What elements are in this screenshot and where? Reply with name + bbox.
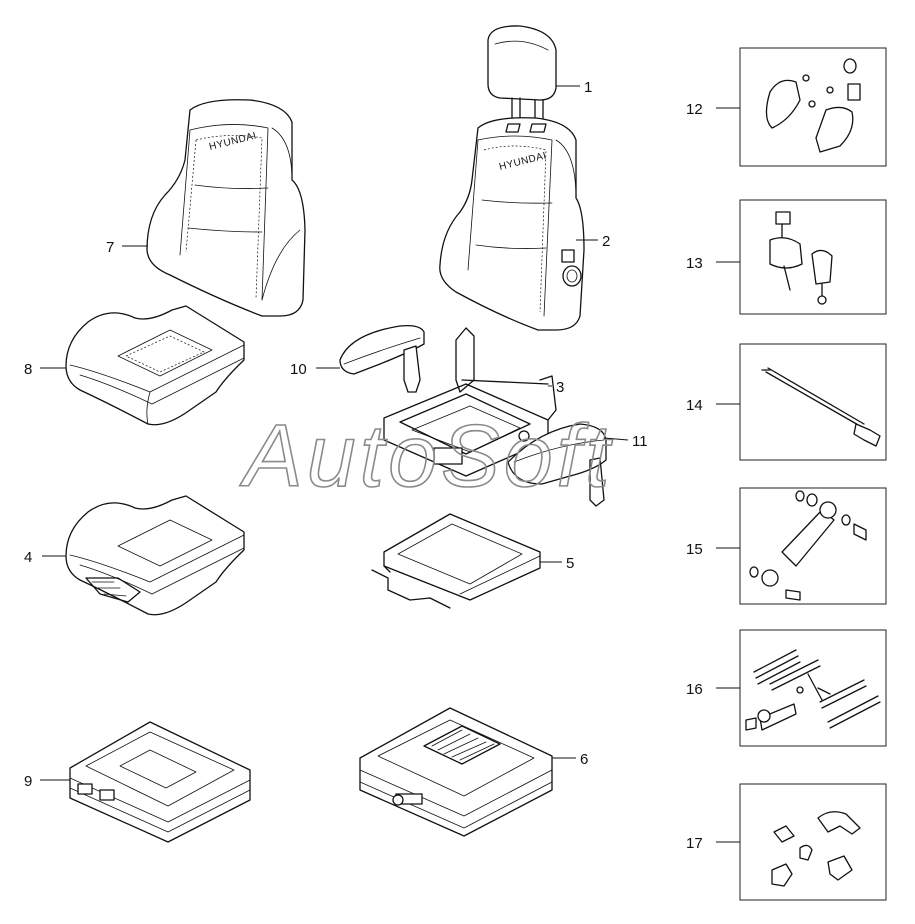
part-11-side-cover[interactable] xyxy=(507,423,607,507)
callout-14: 14 xyxy=(686,397,703,414)
part-10-armrest[interactable] xyxy=(339,324,425,393)
callout-6: 6 xyxy=(580,751,588,768)
callout-15: 15 xyxy=(686,541,703,558)
part-4-seat-cushion[interactable] xyxy=(65,495,245,616)
callout-16: 16 xyxy=(686,681,703,698)
part-6-suspension-base[interactable] xyxy=(359,707,553,837)
callout-11: 11 xyxy=(632,433,648,450)
callout-1: 1 xyxy=(584,79,592,96)
part-9-base[interactable] xyxy=(69,721,251,843)
detail-box-13[interactable] xyxy=(739,199,887,315)
callout-7: 7 xyxy=(106,239,114,256)
leader-lines xyxy=(40,85,740,843)
part-7-seat-back-cover[interactable]: HYUNDAI xyxy=(146,99,306,317)
callout-8: 8 xyxy=(24,361,32,378)
detail-box-12[interactable] xyxy=(739,47,887,167)
callout-3: 3 xyxy=(556,379,564,396)
part-8-seat-cushion-cover[interactable] xyxy=(65,305,245,426)
detail-box-15[interactable] xyxy=(739,487,887,605)
part-3-seat-frame[interactable] xyxy=(383,327,557,477)
detail-box-14[interactable] xyxy=(739,343,887,461)
part-2-seat-back[interactable]: HYUNDAI xyxy=(439,117,585,331)
part-5-slide-rail-frame[interactable] xyxy=(371,513,541,609)
callout-13: 13 xyxy=(686,255,703,272)
part-1-headrest[interactable] xyxy=(487,25,557,125)
callout-17: 17 xyxy=(686,835,703,852)
callout-5: 5 xyxy=(566,555,574,572)
callout-2: 2 xyxy=(602,233,610,250)
callout-10: 10 xyxy=(290,361,307,378)
callout-9: 9 xyxy=(24,773,32,790)
callout-12: 12 xyxy=(686,101,703,118)
detail-box-16[interactable] xyxy=(739,629,887,747)
watermark-text: AutoSoft xyxy=(239,406,614,505)
detail-box-17[interactable] xyxy=(739,783,887,901)
callout-4: 4 xyxy=(24,549,32,566)
